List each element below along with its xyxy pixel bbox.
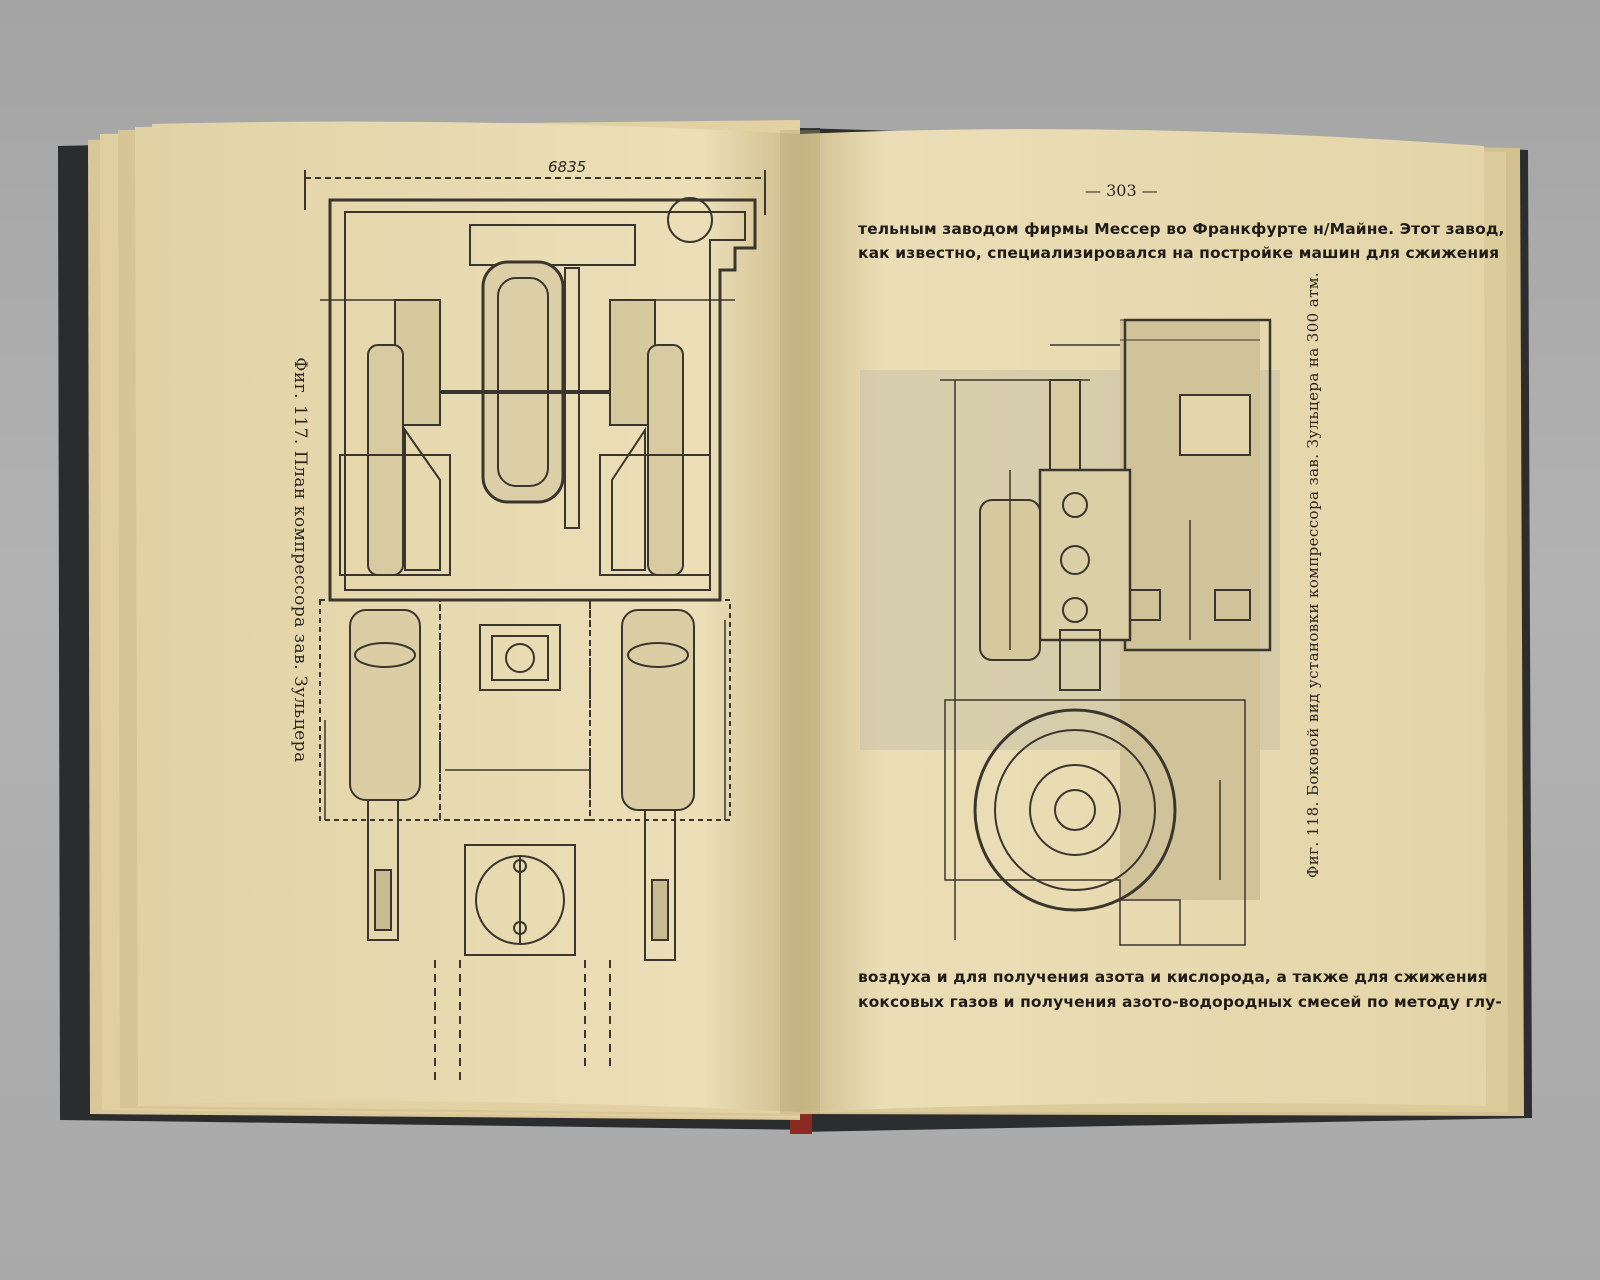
plan-drawing-fig-117 (304, 170, 766, 1080)
page-number: — 303 — (1085, 181, 1158, 200)
paragraph-top-line-2: как известно, специализировался на постр… (858, 244, 1500, 262)
figure-117-caption: Фиг. 117. План компрессора зав. Зульцера (290, 357, 310, 763)
paragraph-bottom-line-1: воздуха и для получения азота и кислород… (858, 968, 1488, 986)
plan-width-dimension: 6835 (548, 158, 587, 176)
left-page (152, 121, 800, 1113)
paragraph-top-line-1: тельным заводом фирмы Мессер во Франкфур… (858, 220, 1505, 238)
paragraph-bottom-line-2: коксовых газов и получения азото-водород… (858, 993, 1502, 1011)
figure-118-caption: Фиг. 118. Боковой вид установки компресс… (1304, 271, 1322, 879)
side-view-drawing-fig-118 (860, 318, 1280, 946)
